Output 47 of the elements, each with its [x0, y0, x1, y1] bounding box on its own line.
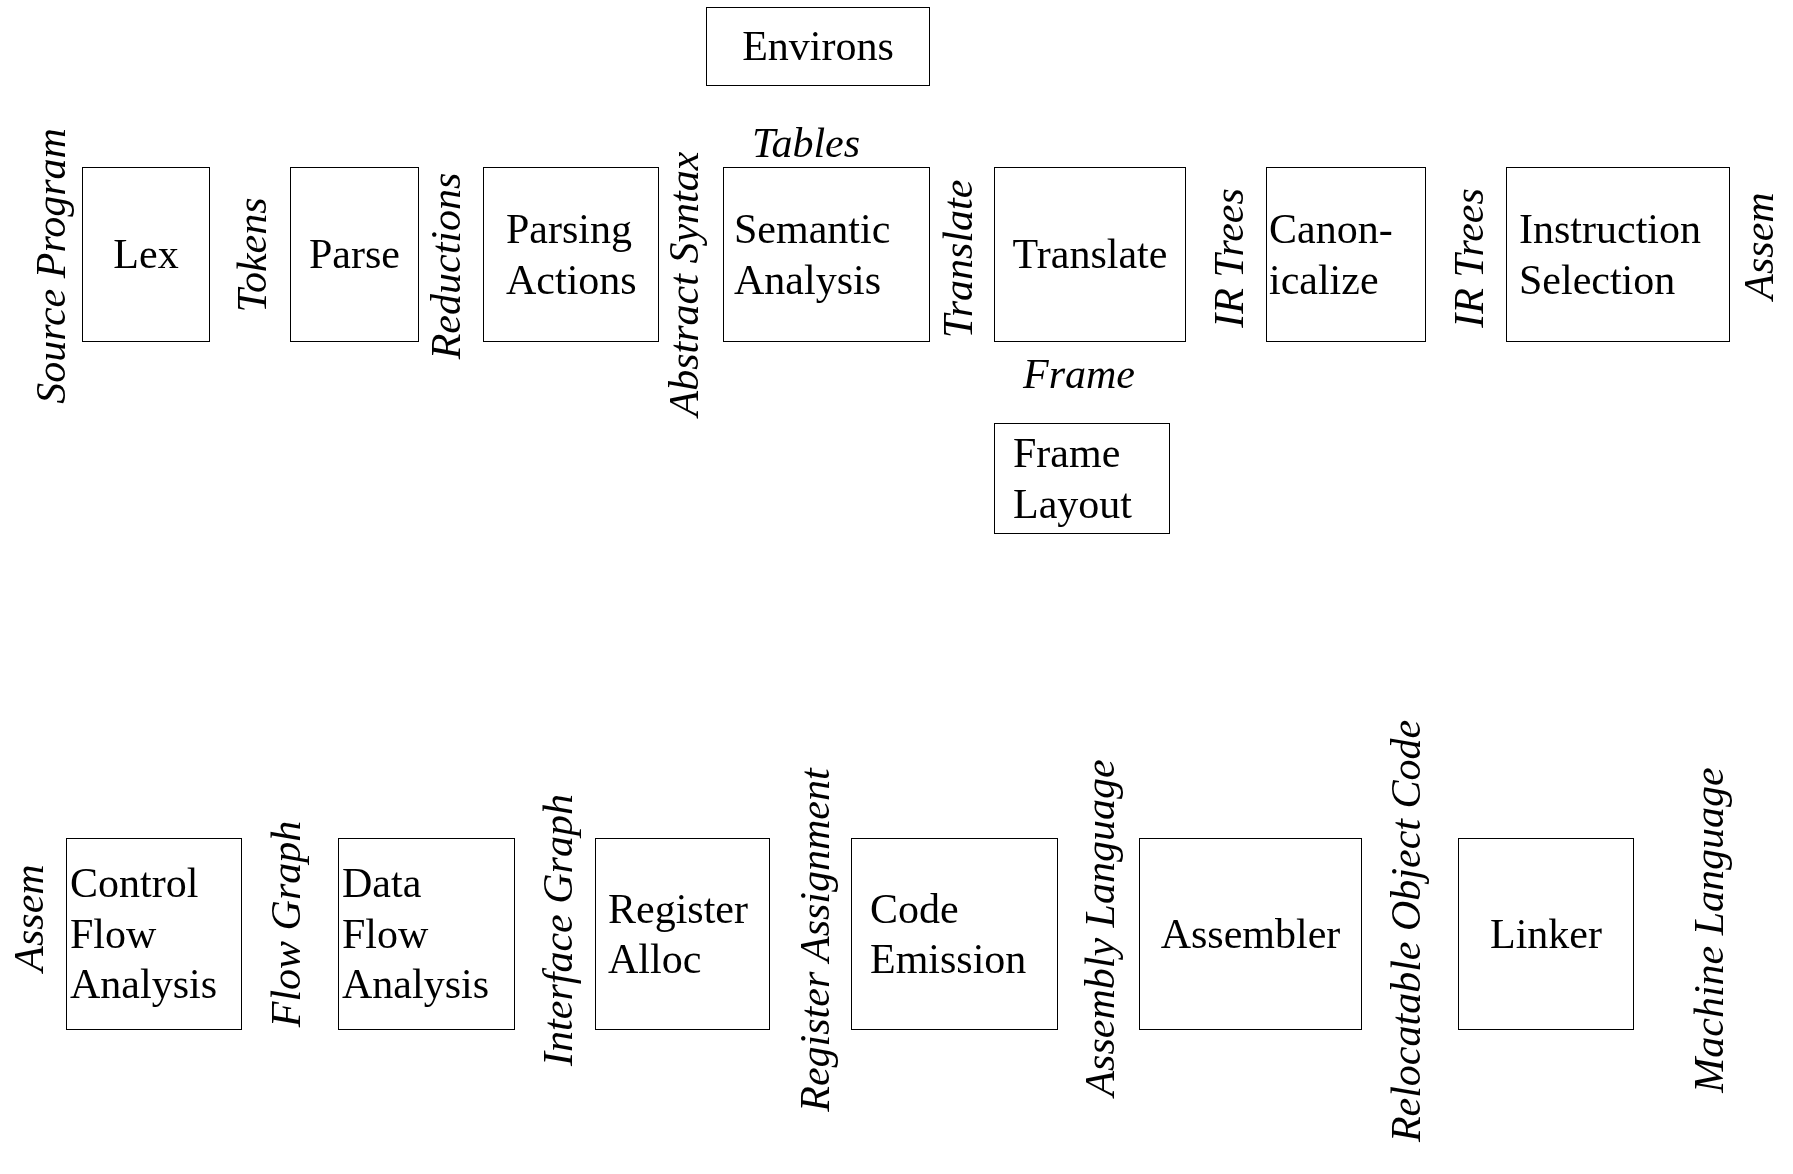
process-box — [1458, 838, 1634, 1030]
data-label: Interface Graph — [537, 794, 579, 1066]
box-label: Semantic Analysis — [734, 205, 892, 305]
process-box — [290, 167, 419, 342]
box-label: Code Emission — [870, 884, 1028, 984]
process-box — [994, 167, 1186, 342]
process-box — [723, 167, 930, 342]
box-label: Canon- icalize — [1269, 205, 1394, 305]
process-box — [66, 838, 242, 1030]
process-box — [706, 7, 930, 86]
data-label: IR Trees — [1208, 188, 1250, 328]
process-box — [1266, 167, 1426, 342]
data-label: Abstract Syntax — [663, 151, 705, 417]
data-label: Reductions — [425, 172, 467, 360]
data-label: Translate — [937, 179, 979, 339]
data-label: Tables — [751, 122, 861, 164]
data-label: Assem — [8, 864, 50, 972]
data-label: Flow Graph — [265, 820, 307, 1028]
data-label: Relocatable Object Code — [1385, 719, 1427, 1143]
data-label: IR Trees — [1448, 188, 1490, 328]
data-label: Assem — [1738, 192, 1780, 300]
process-box — [1506, 167, 1730, 342]
box-label: Control Flow Analysis — [70, 859, 218, 1010]
process-box — [338, 838, 515, 1030]
box-label: Parsing Actions — [506, 205, 638, 305]
process-box — [851, 838, 1058, 1030]
data-label: Source Program — [30, 128, 72, 404]
data-label: Register Assignment — [794, 768, 836, 1112]
box-label: Frame Layout — [1013, 429, 1133, 529]
process-box — [595, 838, 770, 1030]
box-label: Environs — [741, 22, 895, 72]
box-label: Translate — [1011, 230, 1169, 280]
process-box — [82, 167, 210, 342]
data-label: Frame — [1023, 353, 1135, 395]
box-label: Lex — [112, 230, 180, 280]
data-label: Tokens — [231, 197, 273, 313]
process-box — [483, 167, 659, 342]
box-label: Instruction Selection — [1519, 205, 1702, 305]
data-label: Machine Language — [1688, 767, 1730, 1093]
data-label: Assembly Language — [1079, 759, 1121, 1097]
box-label: Data Flow Analysis — [342, 859, 490, 1010]
box-label: Linker — [1489, 909, 1603, 959]
process-box — [994, 423, 1170, 534]
box-label: Parse — [308, 230, 401, 280]
box-label: Assembler — [1159, 909, 1342, 959]
box-label: Register Alloc — [608, 884, 749, 984]
process-box — [1139, 838, 1362, 1030]
